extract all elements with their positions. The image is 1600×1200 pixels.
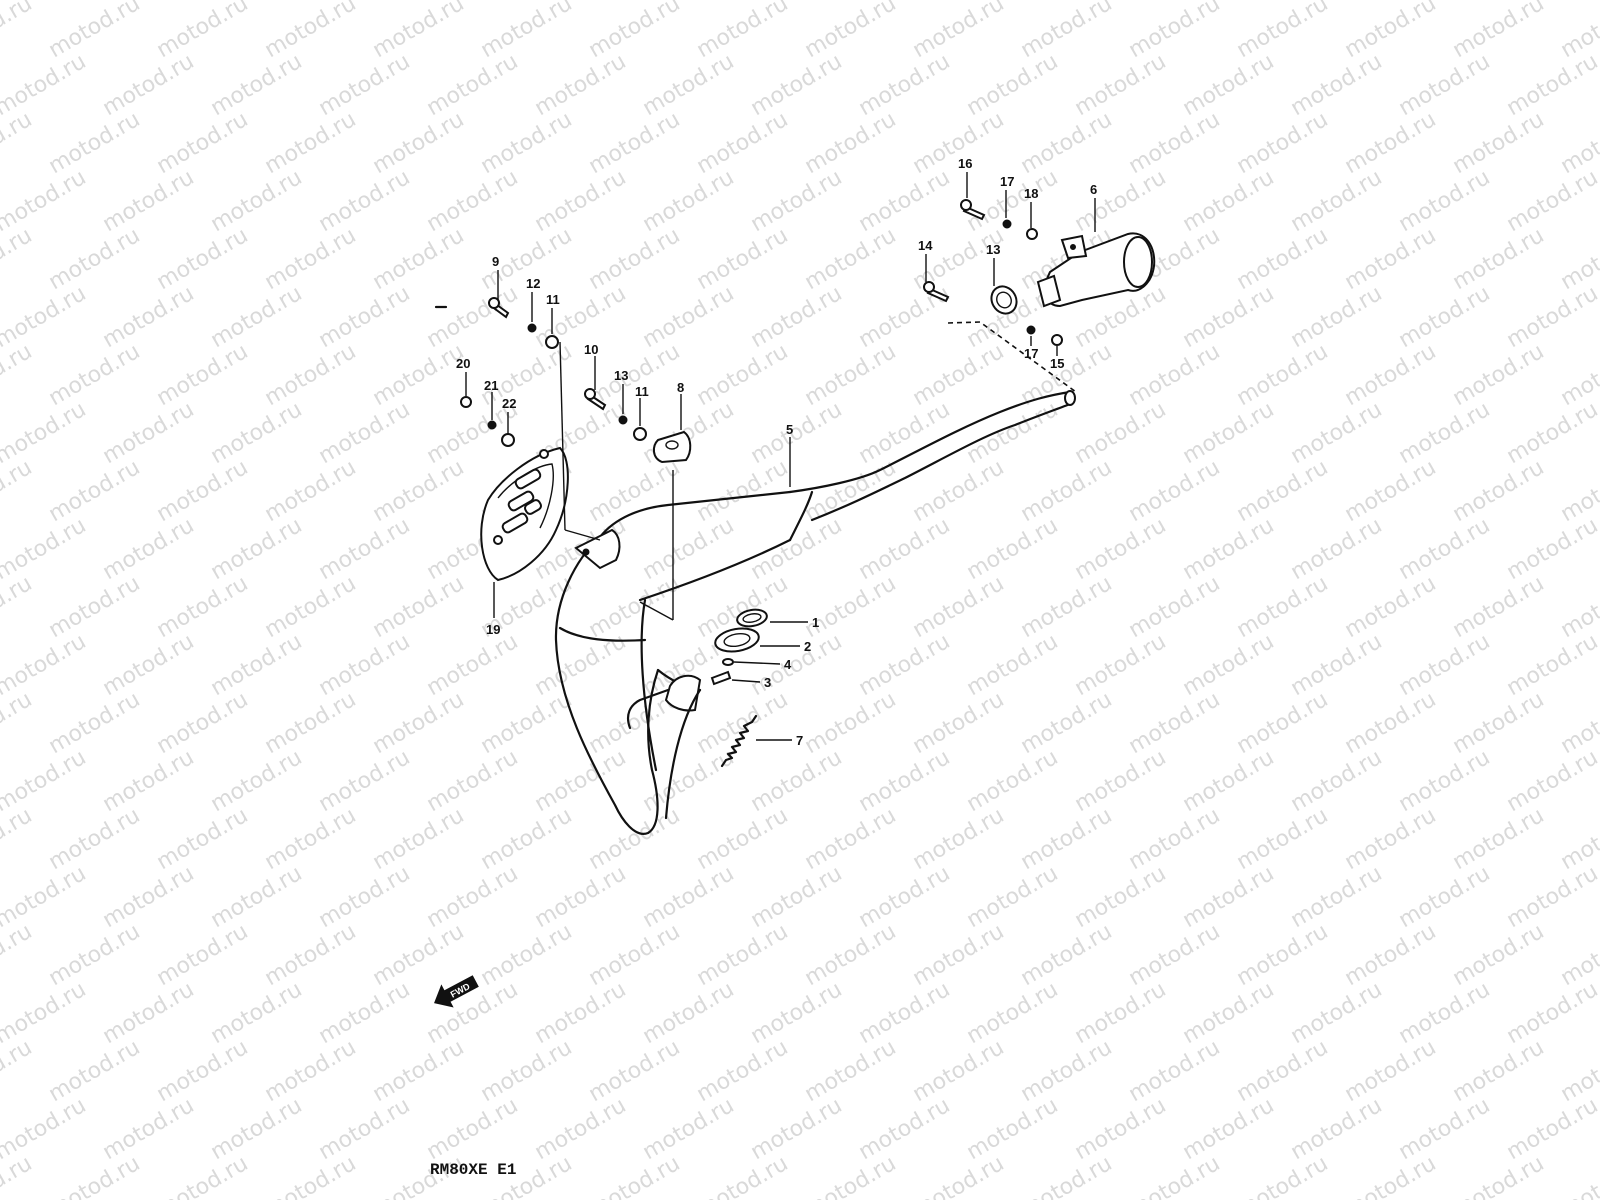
callout-13: 13 <box>986 242 1000 257</box>
callout-4: 4 <box>784 657 792 672</box>
callout-10: 10 <box>584 342 598 357</box>
callout-6: 6 <box>1090 182 1097 197</box>
gasket-2 <box>714 627 760 653</box>
callout-21: 21 <box>484 378 498 393</box>
gasket-1 <box>736 608 768 628</box>
callout-11b: 11 <box>635 384 649 399</box>
callout-14: 14 <box>918 238 933 253</box>
muffler <box>990 232 1156 315</box>
callout-2: 2 <box>804 639 811 654</box>
callout-15: 15 <box>1050 356 1064 371</box>
callout-9: 9 <box>492 254 499 269</box>
exhaust-chamber <box>554 390 1076 835</box>
callout-8: 8 <box>677 380 684 395</box>
callout-7: 7 <box>796 733 803 748</box>
leader-lines <box>465 172 1096 741</box>
spring <box>720 714 758 768</box>
callout-17b: 17 <box>1024 346 1038 361</box>
callout-11a: 11 <box>546 292 560 307</box>
callout-3: 3 <box>764 675 771 690</box>
bolt-3 <box>710 670 732 686</box>
callout-19: 19 <box>486 622 500 637</box>
callout-18: 18 <box>1024 186 1038 201</box>
washer-4 <box>722 658 734 666</box>
callout-5: 5 <box>786 422 793 437</box>
fastener-set <box>460 199 1063 447</box>
callout-16: 16 <box>958 156 972 171</box>
callout-12a: 12 <box>526 276 540 291</box>
callout-labels: 9 12 11 10 13 11 8 20 21 22 19 5 6 14 16… <box>456 156 1097 748</box>
heat-shield <box>480 446 569 582</box>
model-code: RM80XE E1 <box>430 1161 516 1179</box>
forward-direction-arrow: FWD <box>434 975 479 1008</box>
mount-rubber-8 <box>652 430 692 464</box>
callout-17a: 17 <box>1000 174 1014 189</box>
callout-22: 22 <box>502 396 516 411</box>
callout-20: 20 <box>456 356 470 371</box>
callout-1: 1 <box>812 615 819 630</box>
callout-12b: 13 <box>614 368 628 383</box>
